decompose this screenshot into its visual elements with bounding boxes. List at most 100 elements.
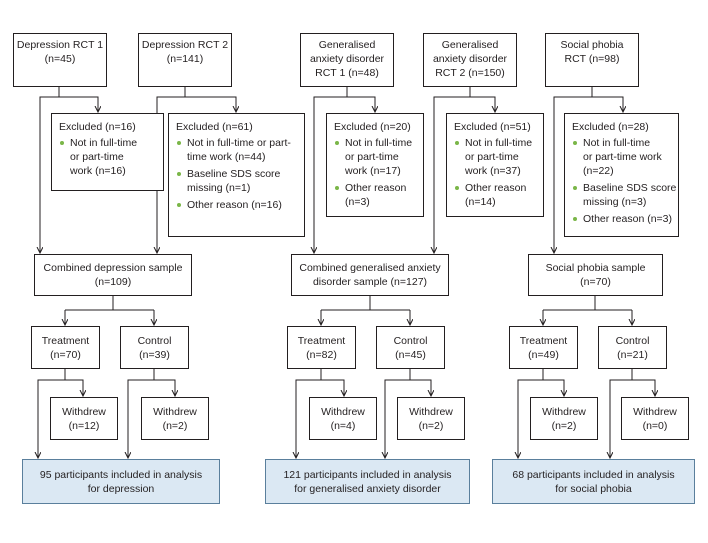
bullet-dot bbox=[455, 186, 459, 190]
withdrew-box-gad-control: Withdrew (n=2) bbox=[397, 397, 465, 440]
withdrew-label: (n=2) bbox=[551, 419, 577, 432]
withdrew-label: (n=2) bbox=[162, 419, 188, 432]
excluded-box-gad-1: Excluded (n=20) Not in full-time or part… bbox=[326, 113, 424, 217]
arm-label: Control bbox=[393, 334, 428, 347]
connector-arrow bbox=[518, 369, 544, 458]
reason-text: Baseline SDS score bbox=[187, 168, 281, 180]
final-analysis-gad: 121 participants included in analysis fo… bbox=[265, 459, 470, 504]
connector-arrow bbox=[592, 96, 623, 112]
connector-arrow bbox=[543, 379, 564, 396]
combined-label: Combined generalised anxiety bbox=[299, 262, 441, 274]
bullet-dot bbox=[335, 186, 339, 190]
withdrew-label: (n=12) bbox=[68, 419, 100, 432]
final-label: 121 participants included in analysis bbox=[283, 468, 452, 481]
trial-box-gad-2: Generalised anxiety disorder RCT 2 (n=15… bbox=[423, 33, 517, 87]
trial-label: Depression RCT 1 bbox=[16, 39, 104, 51]
reason-text: (n=14) bbox=[465, 196, 496, 208]
withdrew-box-social-phobia-control: Withdrew (n=0) bbox=[621, 397, 689, 440]
combined-label: Social phobia sample bbox=[545, 262, 646, 274]
reason-text: (n=22) bbox=[583, 165, 614, 177]
final-label: for social phobia bbox=[555, 482, 632, 495]
withdrew-label: Withdrew bbox=[62, 405, 106, 418]
arm-label: (n=39) bbox=[139, 348, 170, 361]
bullet-dot bbox=[573, 141, 577, 145]
excluded-reason: Baseline SDS score missing (n=1) bbox=[176, 167, 300, 195]
arm-label: (n=21) bbox=[617, 348, 648, 361]
connector-arrow bbox=[610, 369, 633, 458]
reason-text: Not in full-time bbox=[70, 137, 138, 149]
trial-box-depression-1: Depression RCT 1 (n=45) bbox=[13, 33, 107, 87]
reason-text: Other reason (n=16) bbox=[187, 199, 282, 211]
reason-text: Not in full-time bbox=[345, 137, 413, 149]
bullet-dot bbox=[455, 141, 459, 145]
withdrew-label: Withdrew bbox=[542, 405, 586, 418]
arm-label: (n=82) bbox=[306, 348, 337, 361]
excluded-box-depression-1: Excluded (n=16) Not in full-time or part… bbox=[51, 113, 164, 191]
treatment-box-depression: Treatment (n=70) bbox=[31, 326, 100, 369]
reason-text: work (n=37) bbox=[465, 165, 521, 177]
reason-text: or part-time bbox=[345, 151, 399, 163]
trial-label: anxiety disorder bbox=[432, 53, 508, 65]
combined-label: Combined depression sample bbox=[43, 262, 183, 274]
connector-arrow bbox=[347, 96, 375, 112]
control-box-depression: Control (n=39) bbox=[120, 326, 189, 369]
reason-text: work (n=17) bbox=[345, 165, 401, 177]
reason-text: work (n=16) bbox=[70, 165, 126, 177]
reason-text: missing (n=3) bbox=[583, 196, 647, 208]
excluded-reason: Other reason (n=14) bbox=[454, 181, 539, 209]
excluded-reason: Not in full-time or part-time work (n=37… bbox=[454, 136, 539, 178]
connector-arrow bbox=[40, 87, 60, 253]
trial-label: (n=45) bbox=[44, 53, 76, 65]
trial-label: RCT 1 (n=48) bbox=[315, 67, 379, 79]
connector-arrow bbox=[385, 369, 411, 458]
trial-label: Generalised bbox=[318, 39, 376, 51]
withdrew-box-depression-treatment: Withdrew (n=12) bbox=[50, 397, 118, 440]
connector-arrow bbox=[314, 87, 348, 253]
reason-text: Other reason bbox=[465, 182, 527, 194]
reason-text: Other reason (n=3) bbox=[583, 213, 673, 225]
arm-label: (n=70) bbox=[50, 348, 81, 361]
final-label: 68 participants included in analysis bbox=[512, 468, 675, 481]
bullet-dot bbox=[335, 141, 339, 145]
reason-text: time work (n=44) bbox=[187, 151, 266, 163]
arm-label: Treatment bbox=[297, 334, 346, 347]
final-label: for depression bbox=[87, 482, 155, 495]
connector-arrow bbox=[128, 369, 155, 458]
excluded-reason: Not in full-time or part-time work (n=17… bbox=[334, 136, 419, 178]
bullet-dot bbox=[177, 141, 181, 145]
reason-text: Not in full-time or part- bbox=[187, 137, 291, 149]
combined-sample-depression: Combined depression sample (n=109) bbox=[34, 254, 192, 296]
arm-label: Treatment bbox=[41, 334, 90, 347]
connector-arrow bbox=[434, 87, 471, 253]
combined-label: (n=70) bbox=[580, 276, 611, 288]
withdrew-label: (n=4) bbox=[330, 419, 356, 432]
withdrew-box-social-phobia-treatment: Withdrew (n=2) bbox=[530, 397, 598, 440]
trial-label: RCT 2 (n=150) bbox=[435, 67, 505, 79]
excluded-header: Excluded (n=16) bbox=[59, 121, 136, 133]
final-analysis-social-phobia: 68 participants included in analysis for… bbox=[492, 459, 695, 504]
withdrew-label: (n=0) bbox=[642, 419, 668, 432]
reason-text: or part-time bbox=[465, 151, 519, 163]
excluded-header: Excluded (n=61) bbox=[176, 121, 253, 133]
trial-box-depression-2: Depression RCT 2 (n=141) bbox=[138, 33, 232, 87]
trial-label: anxiety disorder bbox=[309, 53, 385, 65]
connector-arrow bbox=[554, 87, 593, 253]
reason-text: (n=3) bbox=[345, 196, 370, 208]
arm-label: Control bbox=[137, 334, 172, 347]
withdrew-label: Withdrew bbox=[321, 405, 365, 418]
trial-label: Generalised bbox=[441, 39, 499, 51]
reason-text: Not in full-time bbox=[465, 137, 533, 149]
excluded-reason: Baseline SDS score missing (n=3) bbox=[572, 181, 676, 209]
bullet-dot bbox=[177, 172, 181, 176]
final-label: for generalised anxiety disorder bbox=[294, 482, 441, 495]
excluded-header: Excluded (n=28) bbox=[572, 121, 649, 133]
connector-arrow bbox=[154, 379, 175, 396]
reason-text: missing (n=1) bbox=[187, 182, 251, 194]
control-box-gad: Control (n=45) bbox=[376, 326, 445, 369]
connector-arrow bbox=[59, 96, 98, 112]
excluded-reason: Other reason (n=3) bbox=[572, 212, 674, 226]
excluded-box-depression-2: Excluded (n=61) Not in full-time or part… bbox=[168, 113, 305, 237]
withdrew-box-depression-control: Withdrew (n=2) bbox=[141, 397, 209, 440]
arm-label: (n=45) bbox=[395, 348, 426, 361]
excluded-reason: Other reason (n=3) bbox=[334, 181, 419, 209]
